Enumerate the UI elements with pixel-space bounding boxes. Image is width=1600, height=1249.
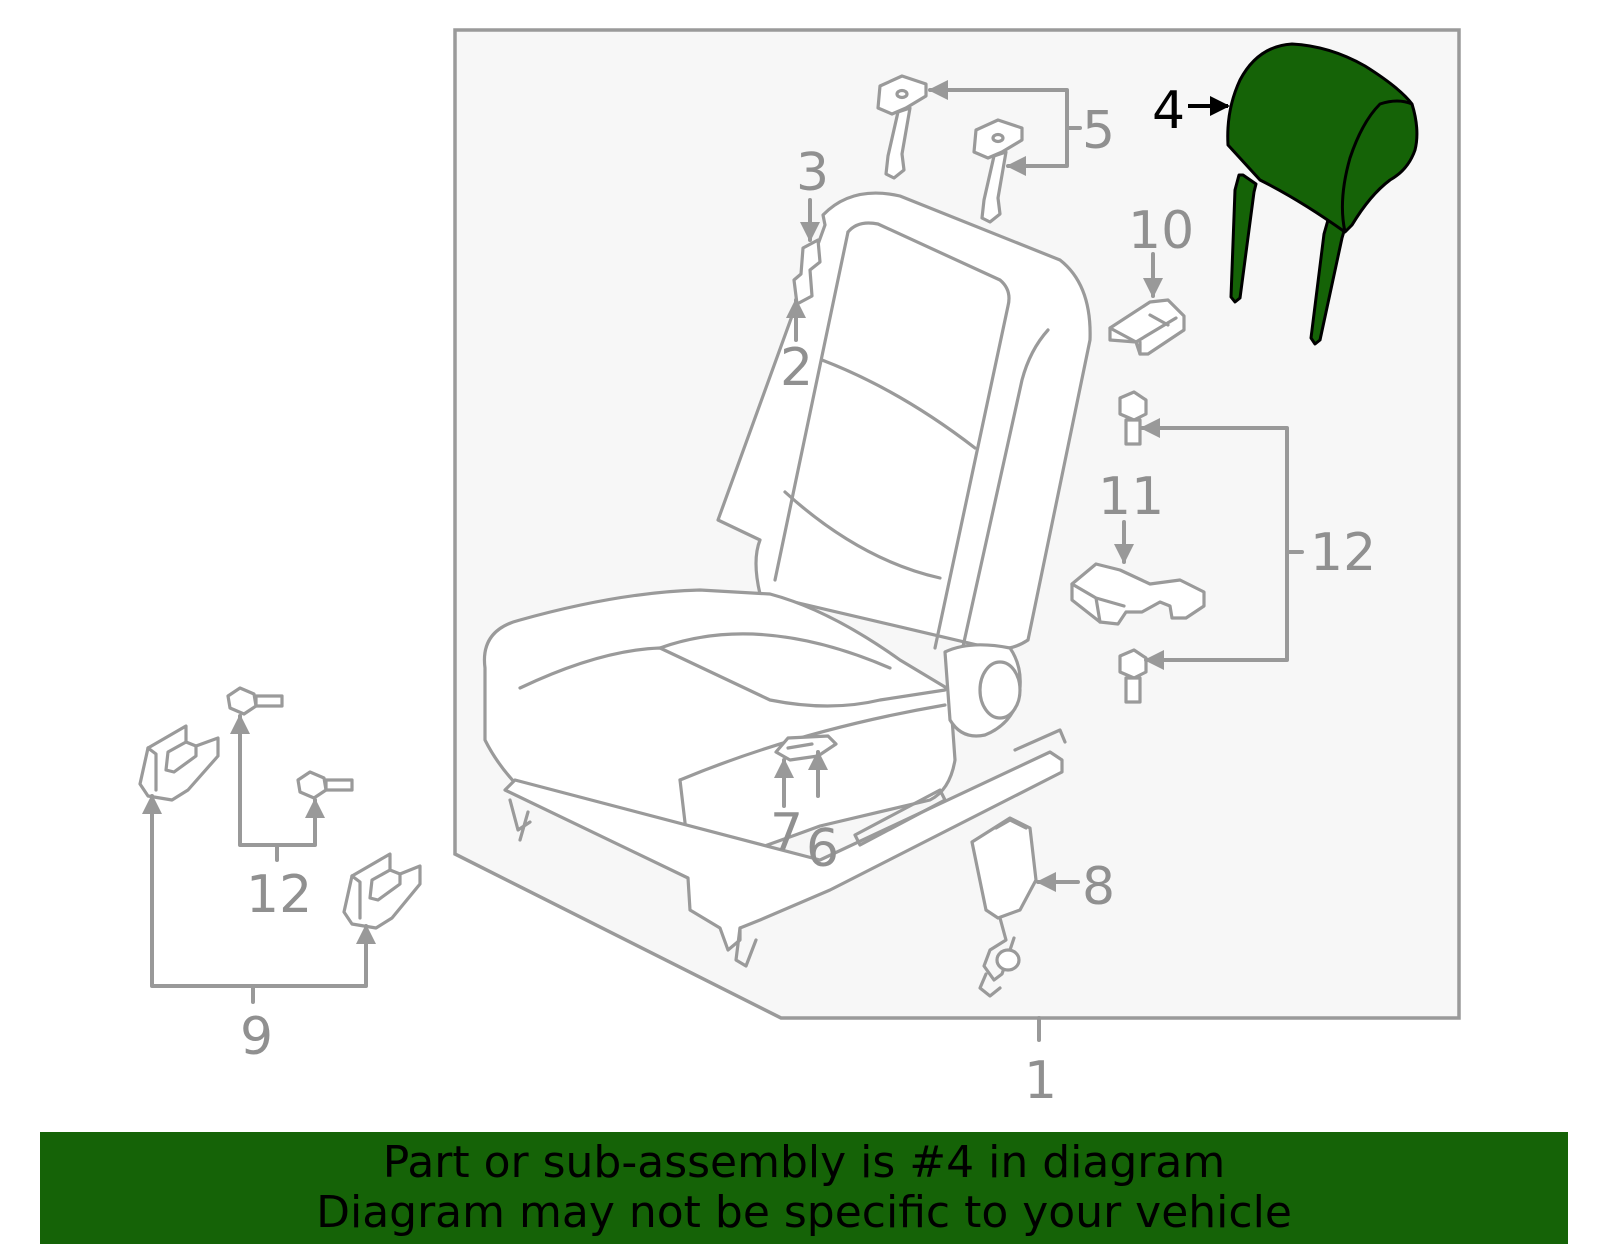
bracket-icon xyxy=(1070,562,1206,626)
callout-12-left: 12 xyxy=(246,865,312,925)
callout-9: 9 xyxy=(240,1007,273,1067)
info-banner-bg xyxy=(40,1132,1568,1244)
seat-icon xyxy=(482,191,1092,968)
callout-7: 7 xyxy=(770,803,803,863)
callout-4: 4 xyxy=(1152,81,1185,141)
callout-3: 3 xyxy=(796,143,829,203)
callout-11: 11 xyxy=(1098,467,1164,527)
bolt-left-icon xyxy=(226,686,354,800)
callout-2: 2 xyxy=(780,338,813,398)
headrest-icon xyxy=(1226,42,1419,346)
bracket-left-icon xyxy=(138,724,422,930)
callout-8: 8 xyxy=(1082,857,1115,917)
banner-line-2: Diagram may not be specific to your vehi… xyxy=(316,1187,1292,1238)
guide-icon xyxy=(876,74,1024,224)
clip-icon xyxy=(792,238,822,306)
callout-12-right: 12 xyxy=(1310,523,1376,583)
cover-icon xyxy=(1108,298,1186,356)
callout-5: 5 xyxy=(1082,101,1115,161)
bolt-icon xyxy=(1118,390,1148,704)
banner-line-1: Part or sub-assembly is #4 in diagram xyxy=(382,1137,1226,1188)
callout-10: 10 xyxy=(1128,201,1194,261)
callout-1: 1 xyxy=(1024,1051,1057,1111)
info-banner: Part or sub-assembly is #4 in diagram Di… xyxy=(40,1132,1568,1244)
callout-6: 6 xyxy=(806,819,839,879)
buckle-icon xyxy=(970,816,1038,998)
